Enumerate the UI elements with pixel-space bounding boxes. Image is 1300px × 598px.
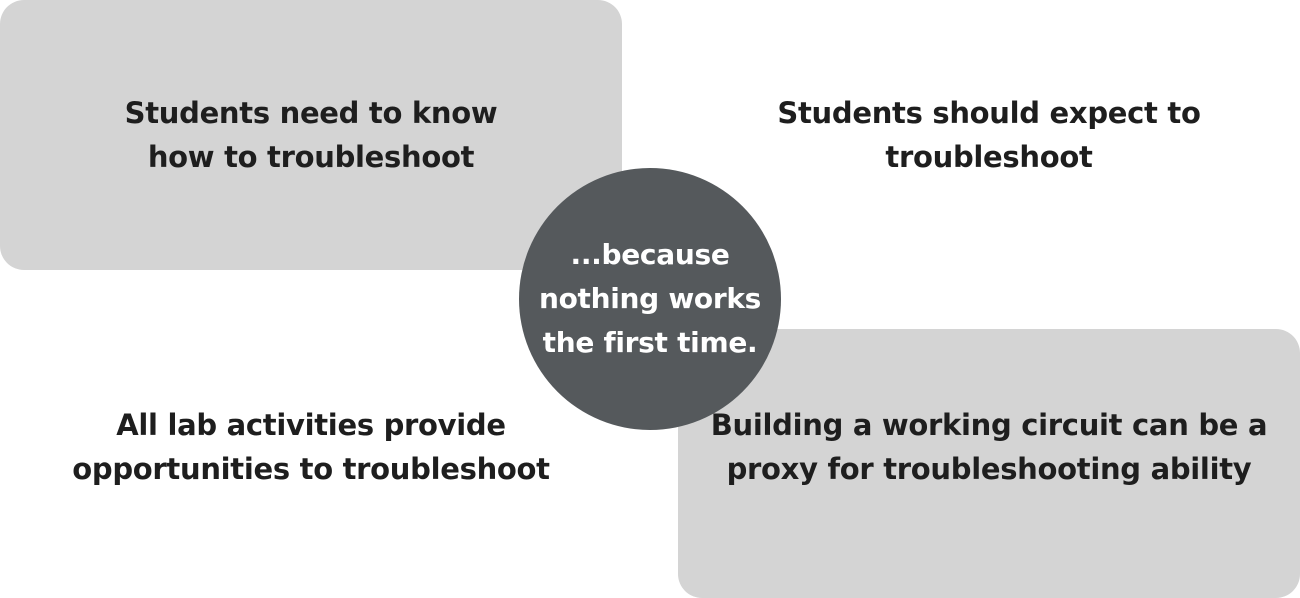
center-line-3: the first time. (542, 326, 758, 359)
quadrant-top-right-text: Students should expect to troubleshoot (777, 91, 1201, 179)
quadrant-top-left-line-2: how to troubleshoot (147, 140, 475, 174)
quadrant-bottom-right: Building a working circuit can be a prox… (678, 329, 1300, 598)
quadrant-top-left-text: Students need to know how to troubleshoo… (125, 91, 498, 179)
quadrant-bottom-left-line-1: All lab activities provide (116, 407, 506, 442)
quadrant-bottom-right-text: Building a working circuit can be a prox… (711, 403, 1268, 491)
quadrant-bottom-right-line-1: Building a working circuit can be a (710, 407, 1268, 442)
quadrant-bottom-left-text: All lab activities provide opportunities… (72, 403, 550, 491)
center-line-2: nothing works (538, 282, 762, 315)
quadrant-bottom-right-line-2: proxy for troubleshooting ability (726, 451, 1252, 486)
quadrant-top-right-line-2: troubleshoot (885, 140, 1093, 174)
center-text: ...because nothing works the first time. (539, 233, 761, 365)
quadrant-bottom-left: All lab activities provide opportunities… (0, 329, 622, 598)
quadrant-top-right: Students should expect to troubleshoot (678, 0, 1300, 270)
quadrant-top-left: Students need to know how to troubleshoo… (0, 0, 622, 270)
center-line-1: ...because (570, 238, 730, 271)
quadrant-top-right-line-1: Students should expect to (777, 96, 1201, 130)
center-circle: ...because nothing works the first time. (519, 168, 781, 430)
quadrant-top-left-line-1: Students need to know (124, 96, 498, 130)
quadrant-bottom-left-line-2: opportunities to troubleshoot (72, 451, 550, 486)
